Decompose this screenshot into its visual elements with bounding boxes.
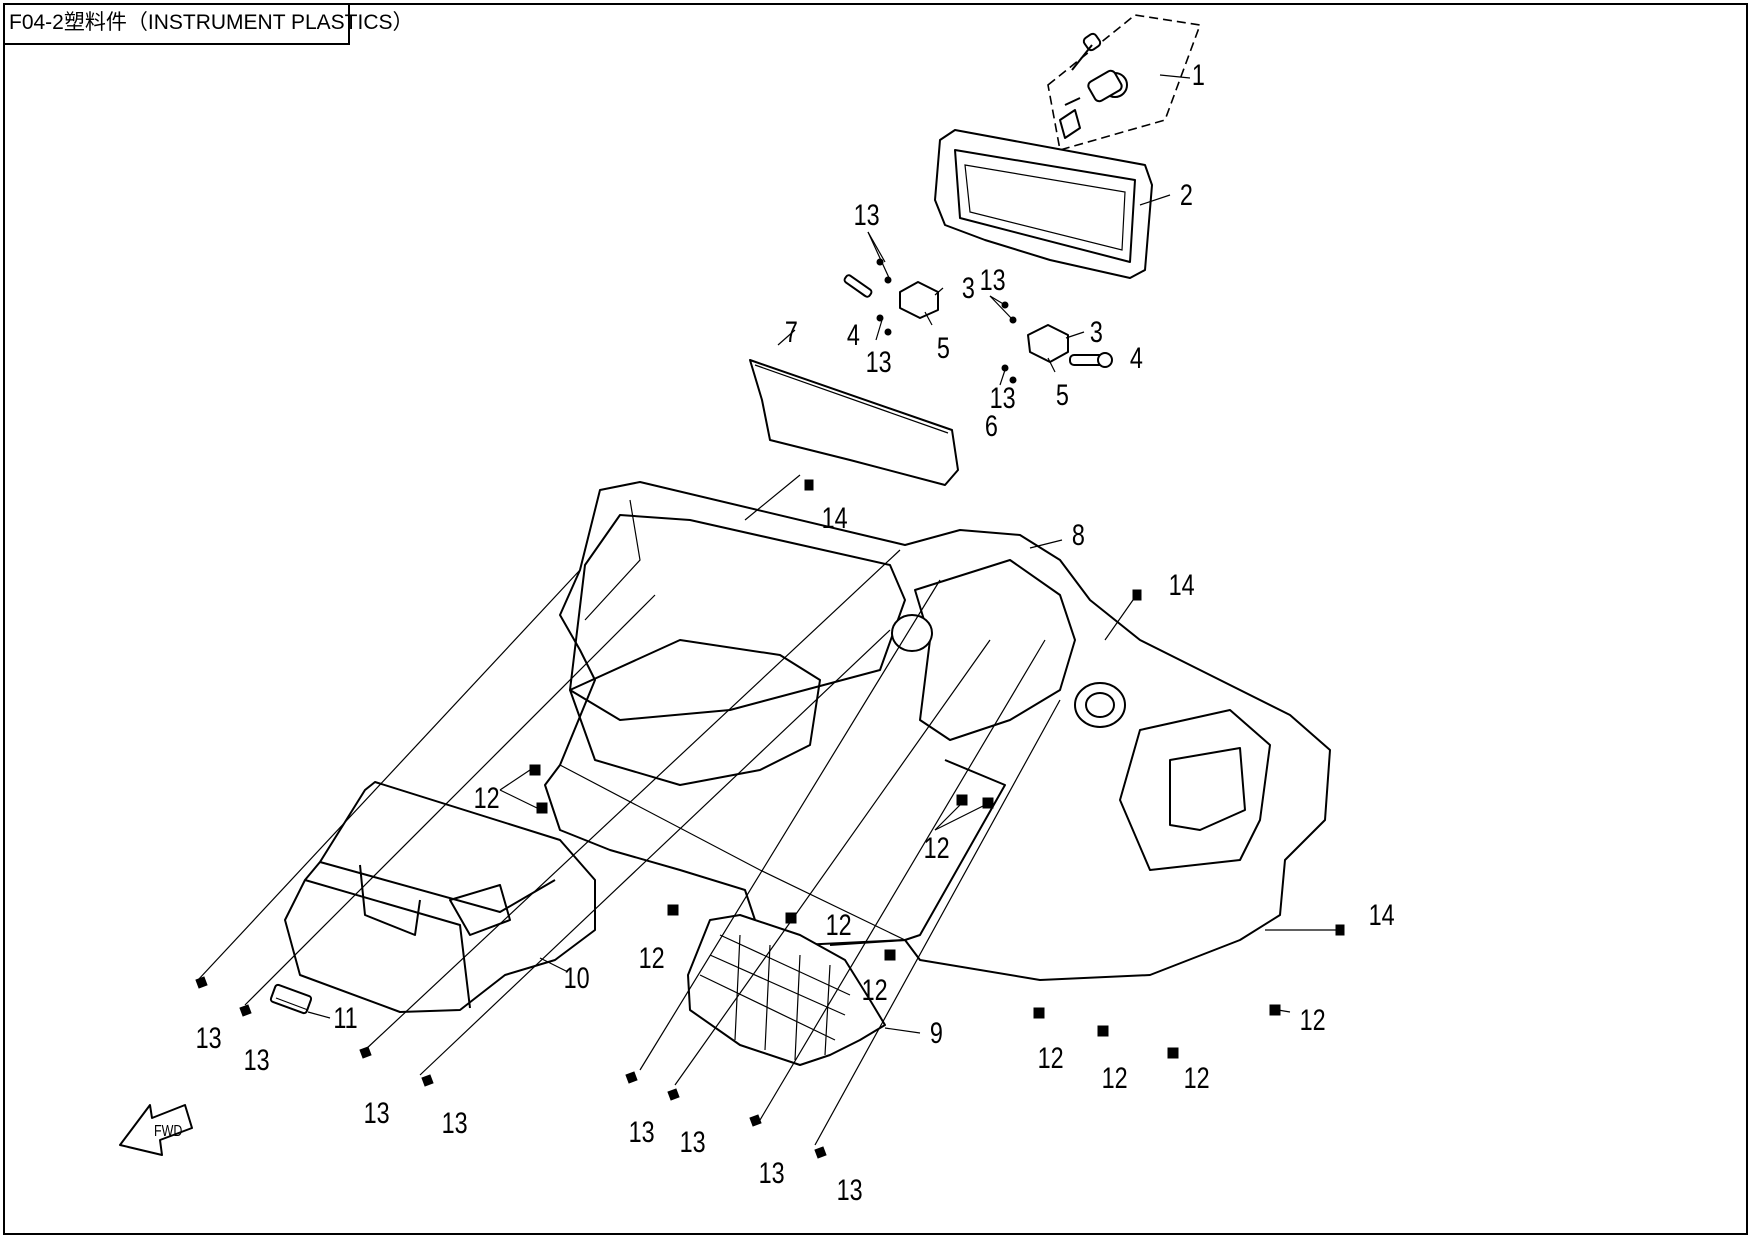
callout-10: 10 <box>564 961 590 994</box>
callout-7: 7 <box>785 315 798 348</box>
callout-13-d: 13 <box>990 381 1016 414</box>
part-10-glove-box <box>284 781 596 1013</box>
part-8-dashboard-body <box>544 481 1331 981</box>
fwd-label: FWD <box>154 1123 182 1141</box>
part-11-clip <box>269 983 331 1019</box>
drawing-title: F04-2塑料件（INSTRUMENT PLASTICS） <box>3 3 414 45</box>
part-2-display-frame <box>934 129 1171 279</box>
callout-9: 9 <box>930 1016 943 1049</box>
callout-13-f: 13 <box>244 1043 270 1076</box>
part-9-lower-vent <box>687 914 921 1066</box>
callout-3-right: 3 <box>1090 315 1103 348</box>
callout-13-c: 13 <box>980 263 1006 296</box>
callout-12-g: 12 <box>1102 1061 1128 1094</box>
callout-labels: 1 2 3 3 4 4 5 5 6 7 8 9 10 11 12 12 12 1… <box>196 58 1395 1206</box>
assembly-guide-lines <box>197 474 1340 1146</box>
callout-leaders <box>499 231 1291 1013</box>
callout-14-a: 14 <box>822 501 848 534</box>
callout-12-e: 12 <box>862 973 888 1006</box>
callout-13-a: 13 <box>854 198 880 231</box>
callout-13-b: 13 <box>866 345 892 378</box>
callout-13-l: 13 <box>837 1173 863 1206</box>
callout-5-right: 5 <box>1056 378 1069 411</box>
callout-14-b: 14 <box>1169 568 1195 601</box>
callout-13-h: 13 <box>442 1106 468 1139</box>
callout-12-b: 12 <box>924 831 950 864</box>
part-1-latch-assembly <box>1047 14 1202 152</box>
callout-13-j: 13 <box>680 1125 706 1158</box>
callout-13-g: 13 <box>364 1096 390 1129</box>
callout-14-c: 14 <box>1369 898 1395 931</box>
callout-1: 1 <box>1192 58 1205 91</box>
callout-12-i: 12 <box>1300 1003 1326 1036</box>
callout-5-left: 5 <box>937 331 950 364</box>
part-6-7-gasket <box>749 329 959 486</box>
callout-2: 2 <box>1180 178 1193 211</box>
callout-12-f: 12 <box>1038 1041 1064 1074</box>
callout-4-left: 4 <box>847 318 860 351</box>
callout-12-h: 12 <box>1184 1061 1210 1094</box>
callout-13-e: 13 <box>196 1021 222 1054</box>
callout-13-i: 13 <box>629 1115 655 1148</box>
callout-6: 6 <box>985 409 998 442</box>
callout-8: 8 <box>1072 518 1085 551</box>
drawing-frame <box>3 3 1748 1235</box>
fasteners <box>195 479 1345 1159</box>
part-3-left-bracket <box>843 258 939 336</box>
callout-4-right: 4 <box>1130 341 1143 374</box>
callout-12-c: 12 <box>826 908 852 941</box>
callout-11: 11 <box>333 1001 357 1034</box>
forward-direction-arrow: FWD <box>119 1104 193 1156</box>
callout-12-d: 12 <box>639 941 665 974</box>
callout-13-k: 13 <box>759 1156 785 1189</box>
callout-3-left: 3 <box>962 271 975 304</box>
callout-12-a: 12 <box>474 781 500 814</box>
